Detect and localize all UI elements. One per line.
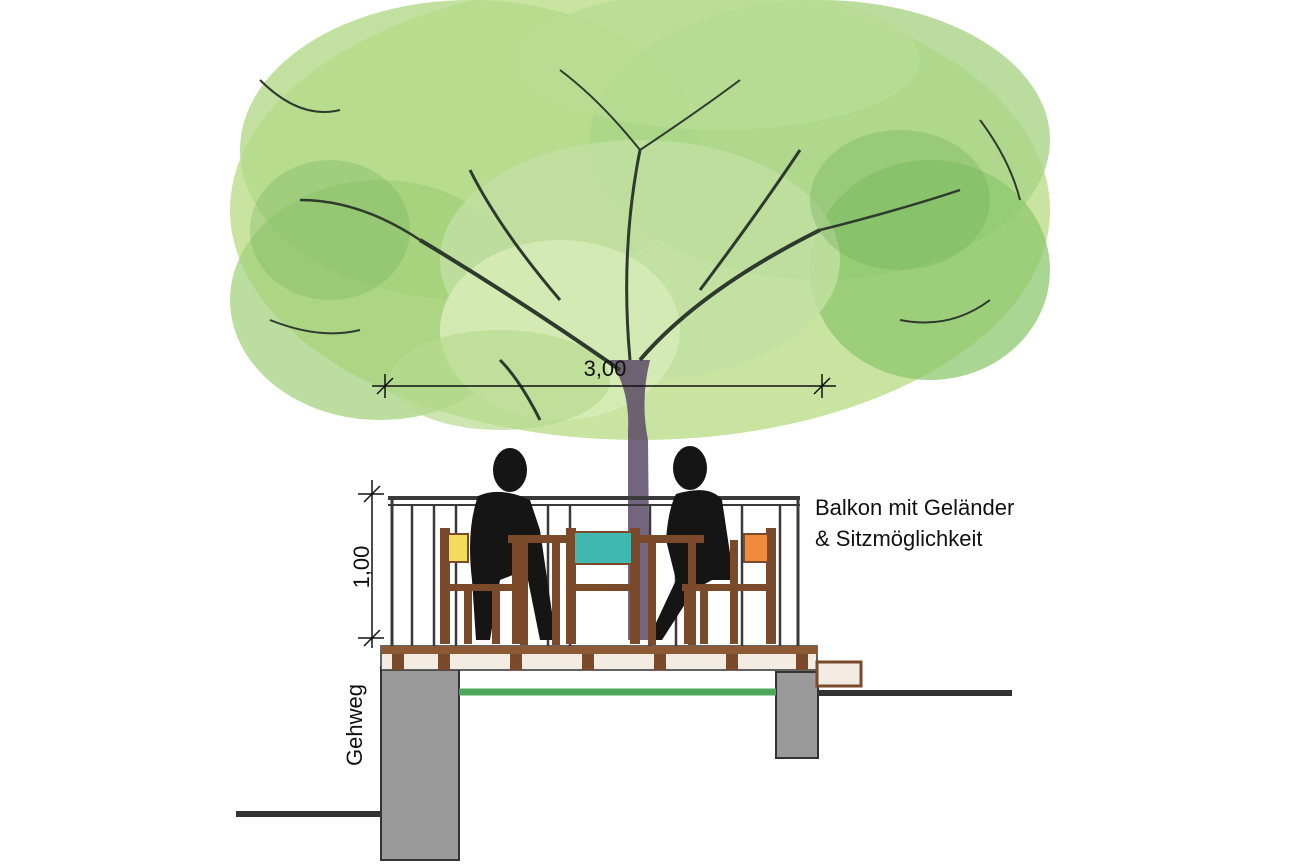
height-dimension-label: 1,00 xyxy=(349,545,374,589)
chair-orange xyxy=(682,528,776,644)
balcony-deck xyxy=(380,645,863,688)
balcony-caption: Balkon mit Geländer & Sitzmöglichkeit xyxy=(815,492,1014,554)
balcony-railing xyxy=(388,496,800,646)
chair-yellow xyxy=(440,528,520,644)
concrete-pier-right xyxy=(775,671,819,759)
tree-canopy xyxy=(230,0,1050,440)
height-dimension-line xyxy=(358,480,384,648)
width-dimension-line xyxy=(372,374,836,398)
table-left xyxy=(508,535,570,645)
width-dimension-label: 3,00 xyxy=(583,356,627,381)
caption-line-2: & Sitzmöglichkeit xyxy=(815,526,983,551)
chair-teal xyxy=(566,528,640,644)
sidewalk-label: Gehweg xyxy=(342,684,367,766)
caption-line-1: Balkon mit Geländer xyxy=(815,495,1015,520)
tree-trunk xyxy=(259,69,1021,640)
concrete-pier-left xyxy=(380,666,460,861)
